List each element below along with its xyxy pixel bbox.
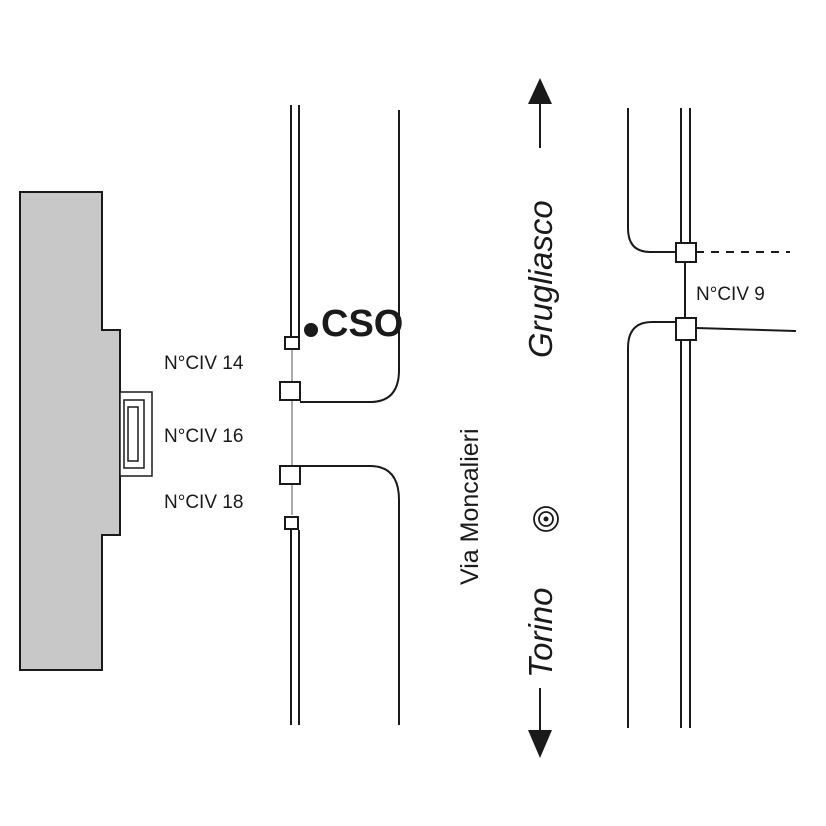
junction-civ16-north: [279, 381, 301, 401]
south-arrow-icon: [528, 688, 552, 758]
manhole-civ18: [284, 516, 299, 530]
junction-civ16-south: [279, 465, 301, 485]
north-arrow-icon: [528, 78, 552, 148]
right-street-lines: [627, 108, 797, 728]
direction-torino: Torino: [522, 587, 559, 678]
right-street-nodes: [675, 242, 697, 341]
direction-grugliasco: Grugliasco: [522, 200, 559, 358]
left-street-nodes: [279, 336, 301, 530]
house-number-14: N°CIV 14: [164, 353, 244, 374]
street-name: Via Moncalieri: [456, 428, 484, 585]
junction-civ9-north: [675, 242, 697, 263]
left-street-lines: [290, 105, 400, 725]
junction-civ9-south: [675, 317, 697, 341]
manhole-civ14: [284, 336, 300, 350]
cso-label: CSO: [321, 303, 403, 345]
building-footprint: [19, 191, 153, 671]
house-number-16: N°CIV 16: [164, 426, 243, 447]
house-number-9: N°CIV 9: [696, 284, 765, 305]
cso-point-icon: [304, 323, 318, 337]
house-number-18: N°CIV 18: [164, 492, 243, 513]
target-icon: [533, 506, 559, 532]
